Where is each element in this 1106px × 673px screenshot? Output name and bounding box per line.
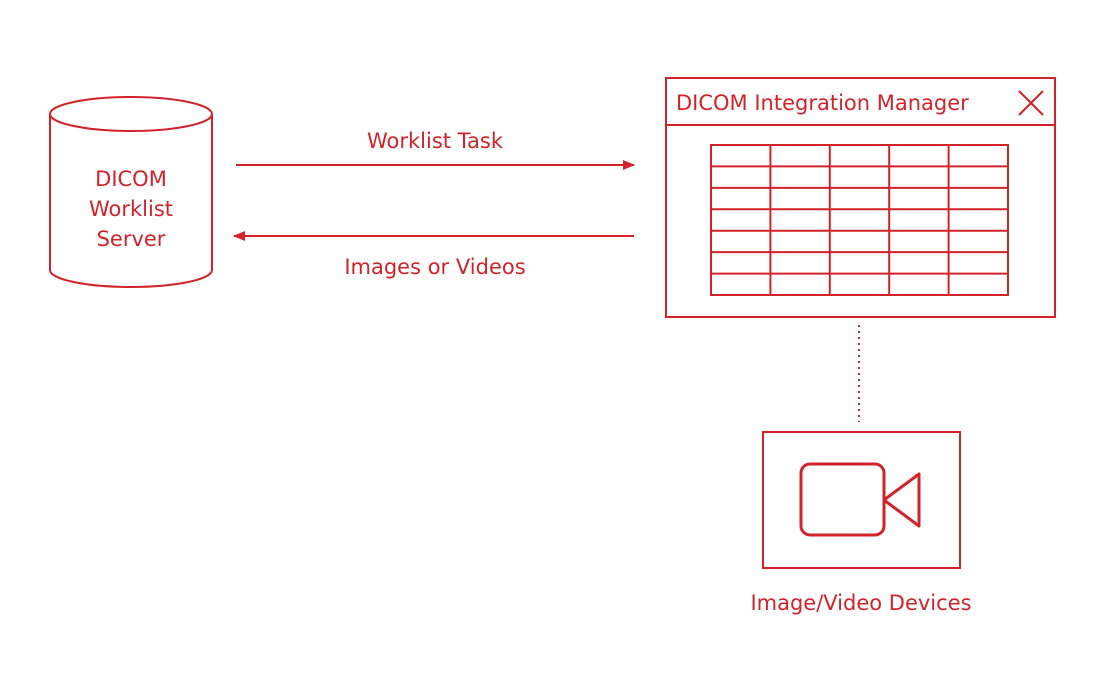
flow-arrows: Worklist Task Images or Videos xyxy=(233,129,635,279)
video-camera-icon xyxy=(799,462,921,537)
server-label-line-1: DICOM xyxy=(95,167,167,191)
device-box xyxy=(762,431,961,569)
worklist-task-label: Worklist Task xyxy=(367,129,504,153)
manager-window-title: DICOM Integration Manager xyxy=(676,91,969,115)
image-video-devices: Image/Video Devices xyxy=(750,431,972,615)
integration-manager-window: DICOM Integration Manager xyxy=(665,77,1056,318)
server-cylinder-body xyxy=(49,114,213,288)
close-icon[interactable] xyxy=(1018,90,1044,116)
manager-window-frame xyxy=(665,77,1056,318)
server-label-line-2: Worklist xyxy=(89,197,173,221)
images-videos-label: Images or Videos xyxy=(344,255,525,279)
manager-data-grid xyxy=(710,144,1009,296)
grid-frame xyxy=(710,144,1009,296)
device-caption: Image/Video Devices xyxy=(750,591,971,615)
server-label-line-3: Server xyxy=(97,227,166,251)
server-cylinder-top xyxy=(49,96,213,132)
worklist-server: DICOM Worklist Server xyxy=(49,96,213,288)
